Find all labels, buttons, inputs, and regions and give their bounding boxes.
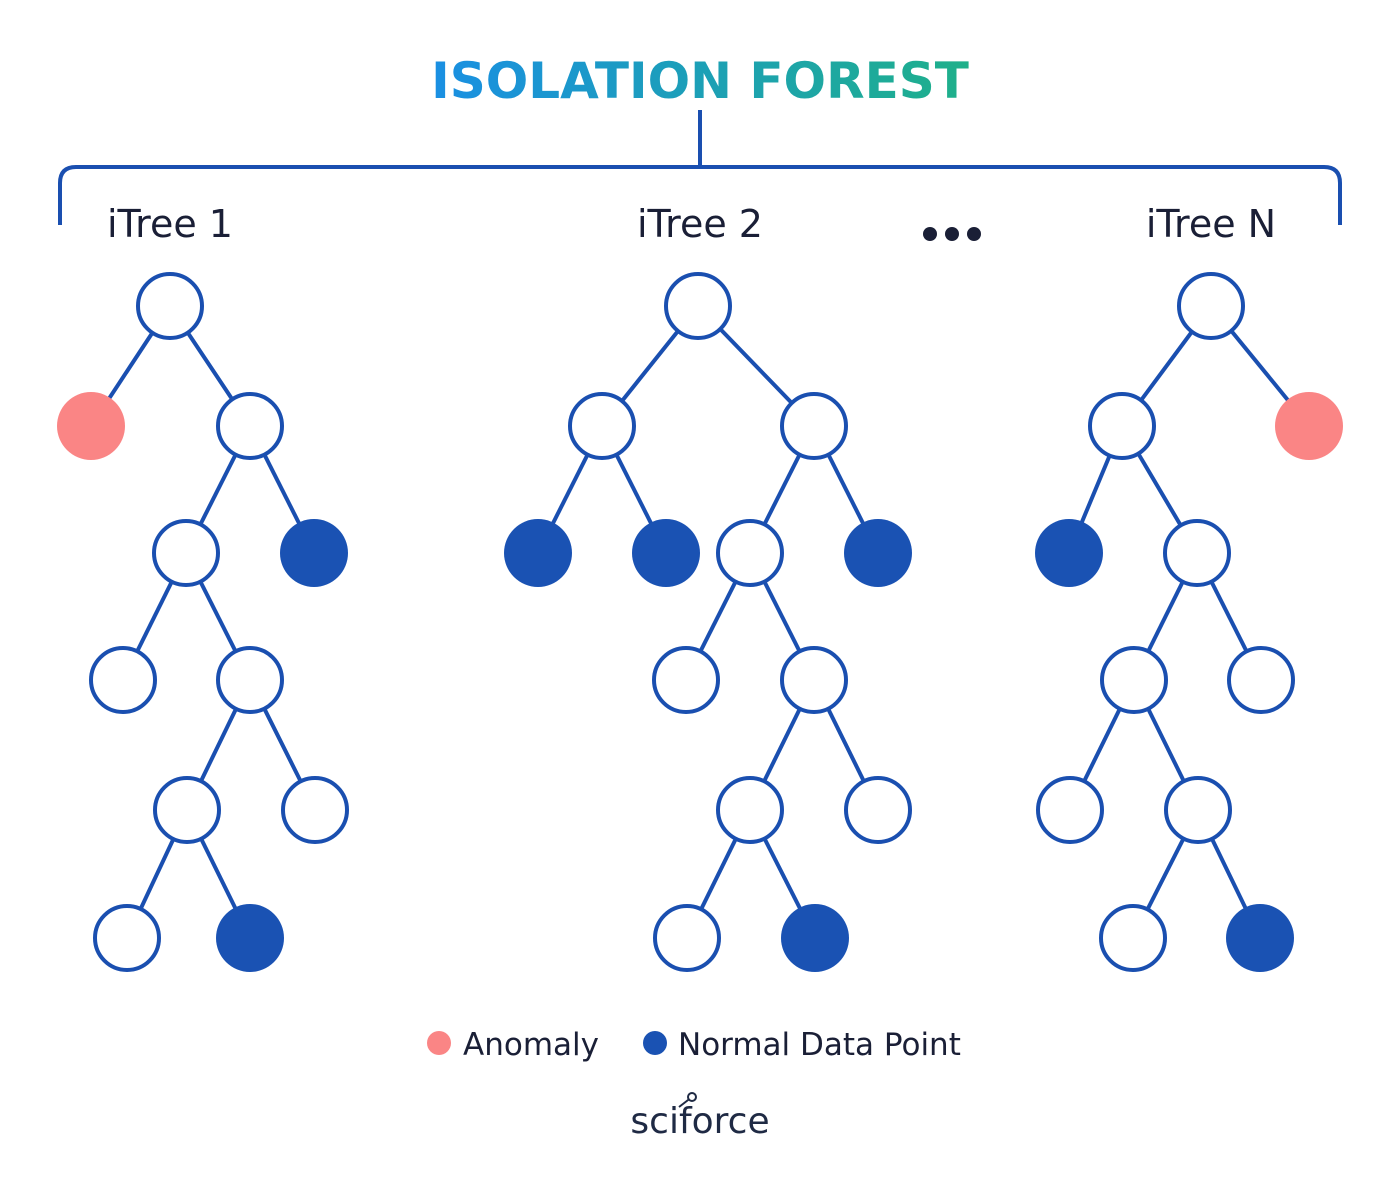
tree-node — [216, 646, 284, 714]
tree-node — [1088, 392, 1156, 460]
tree-node — [1100, 646, 1168, 714]
anomaly-node — [1275, 392, 1343, 460]
tree-node — [568, 392, 636, 460]
tree-node — [1227, 646, 1295, 714]
normal-data-point-node — [632, 519, 700, 587]
trees-layer — [57, 272, 1343, 972]
normal-data-point-node — [844, 519, 912, 587]
normal-data-point-node — [1035, 519, 1103, 587]
tree-label-1: iTree 1 — [107, 202, 233, 246]
normal-data-point-node — [504, 519, 572, 587]
tree-node — [664, 272, 732, 340]
tree-node — [780, 646, 848, 714]
tree-node — [152, 519, 220, 587]
legend-normal-label: Normal Data Point — [678, 1027, 961, 1063]
tree-node — [1036, 776, 1104, 844]
tree-node — [716, 776, 784, 844]
tree-node — [136, 272, 204, 340]
tree-node — [780, 392, 848, 460]
itree-3 — [1035, 272, 1343, 972]
normal-data-point-node — [216, 904, 284, 972]
tree-label-n: iTree N — [1146, 202, 1276, 246]
ellipsis-icon — [923, 227, 981, 241]
diagram-title: ISOLATION FOREST — [431, 52, 969, 110]
tree-label-2: iTree 2 — [637, 202, 763, 246]
legend: Anomaly Normal Data Point — [427, 1027, 961, 1063]
tree-node — [653, 904, 721, 972]
logo-wordmark: sciforce — [630, 1101, 769, 1142]
tree-node — [89, 646, 157, 714]
tree-node — [216, 392, 284, 460]
tree-node — [1099, 904, 1167, 972]
tree-node — [281, 776, 349, 844]
itree-2 — [504, 272, 912, 972]
tree-node — [153, 776, 221, 844]
forest-bracket — [58, 110, 1342, 225]
tree-node — [93, 904, 161, 972]
normal-data-point-node — [781, 904, 849, 972]
tree-node — [1164, 776, 1232, 844]
normal-data-point-node — [1226, 904, 1294, 972]
tree-node — [1177, 272, 1245, 340]
tree-node — [716, 519, 784, 587]
itree-1 — [57, 272, 349, 972]
anomaly-node — [57, 392, 125, 460]
legend-anomaly-swatch — [427, 1031, 451, 1055]
tree-node — [652, 646, 720, 714]
legend-normal-swatch — [643, 1031, 667, 1055]
sciforce-logo: sciforce — [630, 1092, 770, 1142]
normal-data-point-node — [280, 519, 348, 587]
tree-node — [1163, 519, 1231, 587]
tree-node — [844, 776, 912, 844]
logo-mark-icon — [678, 1092, 697, 1108]
legend-anomaly-label: Anomaly — [463, 1027, 599, 1063]
